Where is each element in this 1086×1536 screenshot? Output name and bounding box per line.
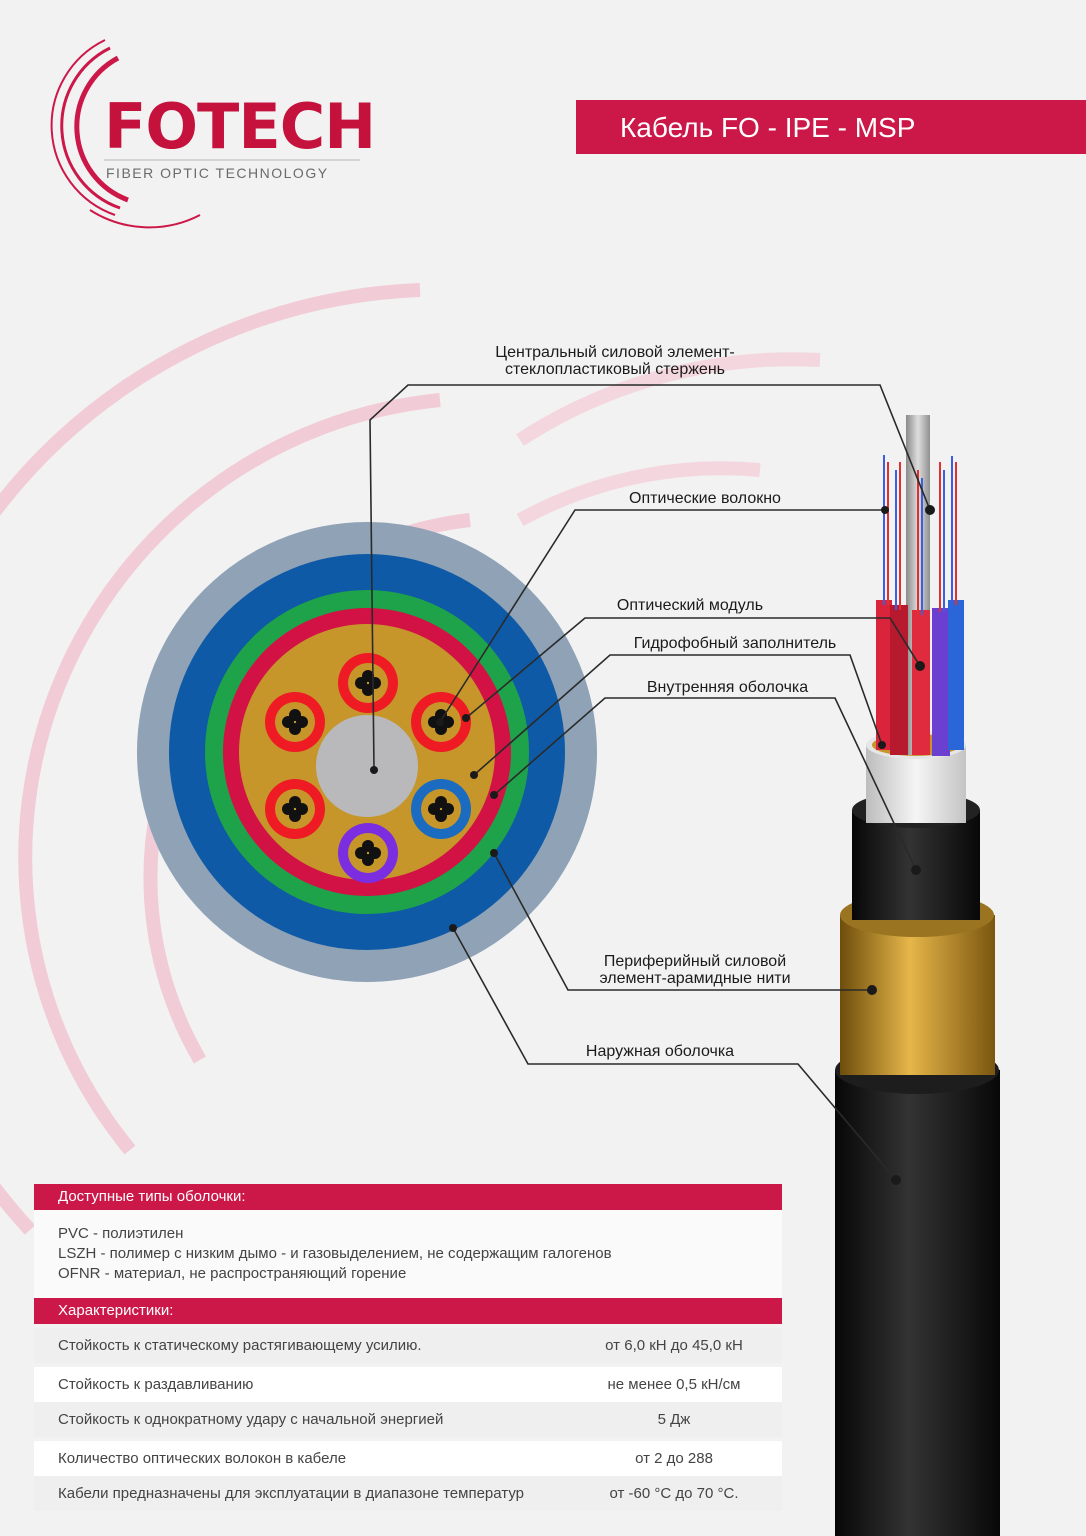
outer-sheath-body	[835, 1055, 1000, 1536]
fiber-dot	[362, 840, 374, 852]
list-item: PVC - полиэтилен	[58, 1225, 184, 1242]
spec-value: от 6,0 кН до 45,0 кН	[605, 1337, 743, 1354]
list-item: LSZH - полимер с низким дымо - и газовыд…	[58, 1245, 612, 1262]
fiber-dot	[362, 670, 374, 682]
cross-section	[137, 522, 597, 982]
label-central-element: Центральный силовой элемент- стеклопласт…	[495, 344, 735, 378]
module-tube	[876, 600, 892, 750]
spec-value: от 2 до 288	[635, 1450, 713, 1467]
specs-header: Характеристики:	[34, 1298, 782, 1324]
fiber-dot	[289, 709, 301, 721]
table-row: Стойкость к раздавливанию не менее 0,5 к…	[34, 1367, 782, 1402]
spec-value: не менее 0,5 кН/см	[607, 1376, 741, 1393]
page-title: Кабель FO - IPE - MSP	[620, 112, 916, 143]
label-optical-fiber: Оптические волокно	[629, 490, 781, 507]
label-outer-sheath: Наружная оболочка	[585, 1043, 735, 1060]
fiber-dot	[435, 810, 447, 822]
spec-value: 5 Дж	[657, 1411, 691, 1428]
optical-module	[265, 692, 325, 752]
list-item: OFNR - материал, не распространяющий гор…	[58, 1265, 407, 1282]
label-aramid: Периферийный силовой элемент-арамидные н…	[599, 953, 791, 987]
fiber-dot	[435, 723, 447, 735]
title-bar: Кабель FO - IPE - MSP	[576, 100, 1086, 154]
table-row: Стойкость к однократному удару с начальн…	[34, 1402, 782, 1437]
fiber-dot	[289, 796, 301, 808]
label-filler: Гидрофобный заполнитель	[633, 635, 837, 652]
table-row: Стойкость к статическому растягивающему …	[34, 1328, 782, 1363]
module-tube	[912, 610, 930, 755]
optical-module	[411, 779, 471, 839]
fiber-dot	[289, 723, 301, 735]
table-row: Кабели предназначены для эксплуатации в …	[34, 1476, 782, 1511]
module-tube	[948, 600, 964, 750]
logo-wordmark: FOTECH	[104, 90, 376, 163]
optical-module	[265, 779, 325, 839]
spec-name: Количество оптических волокон в кабеле	[58, 1450, 347, 1467]
label-optical-module: Оптический модуль	[616, 597, 764, 614]
fiber-dot	[289, 810, 301, 822]
optical-module	[338, 653, 398, 713]
module-tube	[890, 605, 908, 755]
leader-lines	[369, 384, 931, 1181]
label-inner-sheath: Внутренняя оболочка	[646, 679, 809, 696]
spec-name: Стойкость к однократному удару с начальн…	[58, 1411, 444, 1428]
cable-side-view	[835, 415, 1000, 1536]
optical-module	[338, 823, 398, 883]
sheath-types-header: Доступные типы оболочки:	[34, 1184, 782, 1210]
fiber-dot	[362, 854, 374, 866]
spec-name: Кабели предназначены для эксплуатации в …	[58, 1485, 524, 1502]
logo-tagline: FIBER OPTIC TECHNOLOGY	[106, 165, 329, 181]
sheath-types-list: PVC - полиэтилен LSZH - полимер с низким…	[34, 1210, 782, 1298]
fiber-dot	[435, 796, 447, 808]
table-row: Количество оптических волокон в кабеле о…	[34, 1441, 782, 1476]
leader-dots	[370, 505, 935, 1185]
fiber-dot	[435, 709, 447, 721]
spec-name: Стойкость к раздавливанию	[58, 1376, 254, 1393]
aramid-yarn-layer	[840, 915, 995, 1075]
fiber-dot	[362, 684, 374, 696]
spec-name: Стойкость к статическому растягивающему …	[58, 1337, 422, 1354]
spec-value: от -60 °С до 70 °С.	[609, 1485, 739, 1502]
central-rod	[316, 715, 418, 817]
module-tube	[932, 608, 950, 756]
